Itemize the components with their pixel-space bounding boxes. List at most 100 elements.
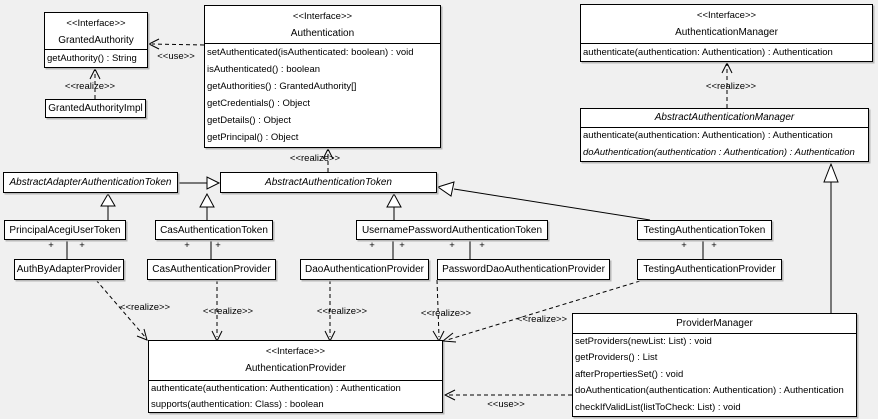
class-testing-authentication-provider[interactable]: TestingAuthenticationProvider [637, 259, 782, 280]
use-label: <<use>> [487, 399, 525, 410]
realize-label: <<realize>> [420, 308, 472, 319]
class-header: ProviderManager [573, 314, 856, 333]
method: authenticate(authentication: Authenticat… [583, 47, 833, 58]
method: supports(authentication: Class) : boolea… [151, 399, 324, 410]
class-password-dao-authentication-provider[interactable]: PasswordDaoAuthenticationProvider [437, 259, 610, 280]
method: getProviders() : List [575, 352, 658, 364]
class-name: AuthenticationProvider [245, 363, 346, 374]
realize-label: <<realize>> [289, 153, 341, 164]
class-name: AbstractAdapterAuthenticationToken [9, 177, 172, 188]
multiplicity-label: + [48, 240, 54, 251]
class-provider-manager[interactable]: ProviderManager setProviders(newList: Li… [572, 313, 857, 417]
class-dao-authentication-provider[interactable]: DaoAuthenticationProvider [300, 259, 429, 280]
class-abstract-authentication-token[interactable]: AbstractAuthenticationToken [220, 172, 437, 193]
realize-arrowhead [441, 332, 457, 343]
method: getPrincipal() : Object [207, 132, 299, 143]
stereotype-label: <<Interface>> [292, 11, 353, 22]
use-label: <<use>> [157, 51, 195, 62]
realize-label: <<realize>> [316, 306, 368, 317]
realize-arrowhead [89, 67, 101, 80]
methods-compartment: setProviders(newList: List) : void getPr… [573, 333, 856, 416]
class-name: AuthByAdapterProvider [16, 264, 122, 275]
class-name: Authentication [290, 28, 355, 39]
class-abstract-authentication-manager[interactable]: AbstractAuthenticationManager authentica… [580, 108, 869, 162]
methods-compartment: getAuthority() : String [45, 49, 147, 67]
method: setProviders(newList: List) : void [575, 336, 712, 347]
class-granted-authority-impl[interactable]: GrantedAuthorityImpl [45, 99, 146, 118]
method: checkIfValidList(listToCheck: List) : vo… [575, 401, 741, 413]
method: afterPropertiesSet() : void [575, 368, 684, 380]
multiplicity-label: + [711, 240, 717, 251]
methods-compartment: authenticate(authentication: Authenticat… [581, 43, 872, 61]
class-name: TestingAuthenticationToken [643, 224, 766, 236]
class-authentication[interactable]: <<Interface>> Authentication setAuthenti… [204, 5, 441, 148]
class-testing-authentication-token[interactable]: TestingAuthenticationToken [637, 220, 772, 240]
use-arrowhead [443, 389, 456, 401]
class-authentication-provider[interactable]: <<Interface>> AuthenticationProvider aut… [148, 340, 443, 413]
class-header: <<Interface>> AuthenticationManager [581, 5, 872, 43]
multiplicity-label: + [681, 240, 687, 251]
method: getAuthority() : String [47, 53, 137, 64]
class-header: <<Interface>> AuthenticationProvider [149, 341, 442, 380]
class-name: AbstractAuthenticationManager [654, 112, 795, 123]
realize-testingprovider-authprovider [446, 280, 641, 341]
realize-label: <<realize>> [64, 81, 116, 92]
generalization-adapter-to-abstract-token [178, 176, 221, 190]
multiplicity-label: + [184, 240, 190, 251]
multiplicity-label: + [399, 240, 405, 251]
multiplicity-label: + [215, 240, 221, 251]
class-name: PrincipalAcegiUserToken [9, 224, 121, 236]
method: authenticate(authentication: Authenticat… [583, 130, 833, 141]
class-principal-acegi-user-token[interactable]: PrincipalAcegiUserToken [4, 220, 126, 240]
class-username-password-authentication-token[interactable]: UsernamePasswordAuthenticationToken [356, 220, 548, 240]
class-auth-by-adapter-provider[interactable]: AuthByAdapterProvider [14, 259, 124, 280]
class-name: AuthenticationManager [675, 27, 778, 38]
class-header: <<Interface>> GrantedAuthority [45, 13, 147, 49]
class-name: TestingAuthenticationProvider [643, 264, 776, 275]
realize-arrowhead [136, 328, 148, 341]
multiplicity-label: + [479, 240, 485, 251]
methods-compartment: setAuthenticated(isAuthenticated: boolea… [205, 43, 440, 146]
realize-label: <<realize>> [202, 306, 254, 317]
method: getAuthorities() : GrantedAuthority[] [207, 81, 357, 92]
class-name: DaoAuthenticationProvider [305, 264, 424, 275]
multiplicity-label: + [449, 240, 455, 251]
method: isAuthenticated() : boolean [207, 64, 321, 75]
use-arrowhead [147, 38, 160, 50]
stereotype-label: <<Interface>> [66, 18, 126, 29]
methods-compartment: authenticate(authentication: Authenticat… [581, 127, 868, 161]
generalization-testing-to-abstract-token [436, 181, 651, 221]
class-cas-authentication-provider[interactable]: CasAuthenticationProvider [147, 259, 276, 280]
class-name: AbstractAuthenticationToken [265, 177, 392, 188]
realize-label: <<realize>> [516, 314, 568, 325]
class-granted-authority[interactable]: <<Interface>> GrantedAuthority getAuthor… [44, 12, 148, 68]
multiplicity-label: + [369, 240, 375, 251]
class-header: <<Interface>> Authentication [205, 6, 440, 43]
class-name: ProviderManager [676, 318, 753, 329]
method: setAuthenticated(isAuthenticated: boolea… [207, 47, 414, 58]
stereotype-label: <<Interface>> [696, 10, 757, 21]
class-cas-authentication-token[interactable]: CasAuthenticationToken [155, 220, 273, 240]
realize-authbyadapter-authprovider [95, 279, 147, 339]
class-authentication-manager[interactable]: <<Interface>> AuthenticationManager auth… [580, 4, 873, 62]
method: doAuthentication(authentication: Authent… [575, 385, 844, 397]
methods-compartment: authenticate(authentication: Authenticat… [149, 380, 442, 412]
method: getCredentials() : Object [207, 98, 310, 109]
realize-arrowhead [721, 61, 733, 74]
multiplicity-label: + [79, 240, 85, 251]
generalization-userpass-to-abstract-token [386, 192, 402, 220]
class-name: GrantedAuthority [58, 35, 134, 46]
realize-label: <<realize>> [705, 81, 757, 92]
method: getDetails() : Object [207, 115, 291, 126]
generalization-providermanager-to-abstract-manager [823, 162, 839, 313]
class-name: GrantedAuthorityImpl [48, 103, 143, 114]
class-name: CasAuthenticationProvider [152, 264, 271, 275]
use-authentication-grantedauthority [151, 43, 205, 46]
class-abstract-adapter-authentication-token[interactable]: AbstractAdapterAuthenticationToken [3, 172, 178, 193]
class-name: CasAuthenticationToken [160, 224, 268, 236]
generalization-cas-to-abstract-token [199, 192, 215, 220]
stereotype-label: <<Interface>> [265, 346, 326, 357]
class-name: PasswordDaoAuthenticationProvider [442, 264, 605, 275]
generalization-principal-to-adapter [100, 193, 116, 220]
